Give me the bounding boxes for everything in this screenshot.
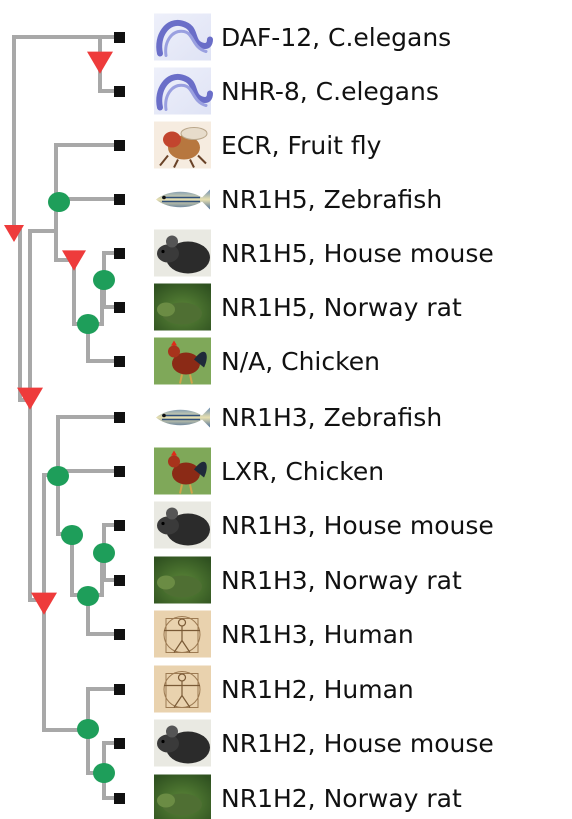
leaf-label: NR1H3, Human — [221, 620, 414, 649]
speciation-node — [48, 192, 70, 212]
speciation-node — [47, 466, 69, 486]
fruit-fly-icon — [154, 121, 211, 169]
leaf-marker — [114, 86, 125, 97]
tree-branches — [12, 35, 120, 800]
worm-icon — [154, 13, 213, 61]
leaf-label: LXR, Chicken — [221, 457, 384, 486]
leaf-label: DAF-12, C.elegans — [221, 23, 451, 52]
norway-rat-icon — [154, 556, 211, 604]
norway-rat-icon — [154, 774, 211, 819]
worm-icon — [154, 67, 213, 115]
duplication-node — [62, 250, 86, 271]
leaf-label: NR1H3, Zebrafish — [221, 403, 442, 432]
norway-rat-icon — [154, 283, 211, 331]
speciation-node — [77, 586, 99, 606]
speciation-node — [93, 543, 115, 563]
leaf-label: NR1H2, House mouse — [221, 729, 494, 758]
duplication-node — [87, 51, 113, 74]
leaf-marker — [114, 520, 125, 531]
leaf-label: NR1H3, House mouse — [221, 511, 494, 540]
speciation-node — [77, 314, 99, 334]
leaf-label: N/A, Chicken — [221, 347, 380, 376]
human-icon — [154, 665, 211, 713]
leaf-label: NR1H3, Norway rat — [221, 566, 462, 595]
leaf-label: NR1H5, House mouse — [221, 239, 494, 268]
leaf-marker — [114, 194, 125, 205]
leaf-marker — [114, 629, 125, 640]
speciation-node — [93, 270, 115, 290]
speciation-node — [77, 719, 99, 739]
zebrafish-icon — [154, 393, 211, 441]
leaf-marker — [114, 140, 125, 151]
leaf-marker — [114, 412, 125, 423]
leaf-marker — [114, 738, 125, 749]
leaf-label: ECR, Fruit fly — [221, 131, 382, 160]
leaf-marker — [114, 466, 125, 477]
house-mouse-icon — [154, 229, 211, 277]
duplication-node — [31, 592, 57, 615]
leaf-label: NR1H5, Norway rat — [221, 293, 462, 322]
leaf-label: NHR-8, C.elegans — [221, 77, 439, 106]
leaf-label: NR1H5, Zebrafish — [221, 185, 442, 214]
species-icons — [154, 13, 213, 819]
speciation-node — [61, 525, 83, 545]
leaf-marker — [114, 684, 125, 695]
leaf-label: NR1H2, Human — [221, 675, 414, 704]
house-mouse-icon — [154, 501, 211, 549]
duplication-node — [17, 387, 43, 410]
speciation-node — [93, 763, 115, 783]
tree-nodes — [4, 51, 115, 783]
leaf-marker — [114, 302, 125, 313]
house-mouse-icon — [154, 719, 211, 767]
chicken-icon — [154, 447, 211, 495]
leaf-marker — [114, 248, 125, 259]
leaf-marker — [114, 32, 125, 43]
leaf-marker — [114, 575, 125, 586]
leaf-label: NR1H2, Norway rat — [221, 784, 462, 813]
leaf-connectors — [114, 32, 125, 804]
chicken-icon — [154, 337, 211, 385]
leaf-marker — [114, 356, 125, 367]
human-icon — [154, 610, 211, 658]
leaf-marker — [114, 793, 125, 804]
zebrafish-icon — [154, 175, 211, 223]
duplication-node — [4, 225, 24, 242]
